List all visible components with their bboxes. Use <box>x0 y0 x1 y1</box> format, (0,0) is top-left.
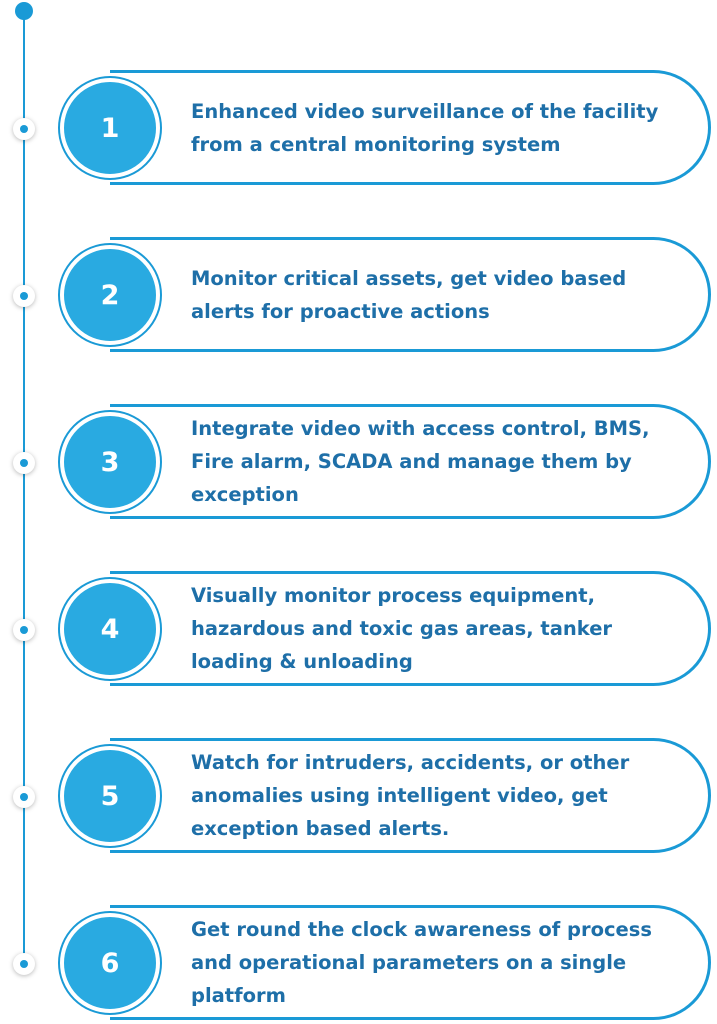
step-number: 3 <box>100 446 120 478</box>
step-badge-3: 3 <box>60 412 160 512</box>
step-text-1: Enhanced video surveillance of the facil… <box>191 99 659 156</box>
step-card-4 <box>110 571 711 686</box>
step-badge-1: 1 <box>60 78 160 178</box>
step-description: Integrate video with access control, BMS… <box>191 404 691 519</box>
timeline-node-4 <box>13 619 35 641</box>
step-badge-4: 4 <box>60 579 160 679</box>
step-text-6: Get round the clock awareness of process… <box>191 918 652 1007</box>
step-card-1 <box>110 70 711 185</box>
timeline-start-dot <box>15 2 33 20</box>
step-card-5 <box>110 738 711 853</box>
timeline-line <box>23 11 25 971</box>
timeline-node-6 <box>13 953 35 975</box>
step-number: 4 <box>100 613 120 645</box>
step-badge-2: 2 <box>60 245 160 345</box>
step-description: Get round the clock awareness of process… <box>191 905 691 1020</box>
step-text-3: Integrate video with access control, BMS… <box>191 417 650 506</box>
step-text-4: Visually monitor process equipment, haza… <box>191 584 613 673</box>
timeline-node-3 <box>13 452 35 474</box>
timeline-node-5 <box>13 786 35 808</box>
timeline-node-2 <box>13 285 35 307</box>
step-text-5: Watch for intruders, accidents, or other… <box>191 751 630 840</box>
step-card-2 <box>110 237 711 352</box>
step-number: 2 <box>100 279 120 311</box>
step-number: 6 <box>100 947 120 979</box>
step-badge-5: 5 <box>60 746 160 846</box>
step-description: Watch for intruders, accidents, or other… <box>191 738 691 853</box>
step-card-6 <box>110 905 711 1020</box>
step-card-3 <box>110 404 711 519</box>
step-description: Enhanced video surveillance of the facil… <box>191 70 691 185</box>
step-number: 5 <box>100 780 120 812</box>
step-text-2: Monitor critical assets, get video based… <box>191 266 627 323</box>
step-description: Monitor critical assets, get video based… <box>191 237 691 352</box>
timeline-node-1 <box>13 118 35 140</box>
step-badge-6: 6 <box>60 913 160 1013</box>
step-description: Visually monitor process equipment, haza… <box>191 571 691 686</box>
step-number: 1 <box>100 112 120 144</box>
